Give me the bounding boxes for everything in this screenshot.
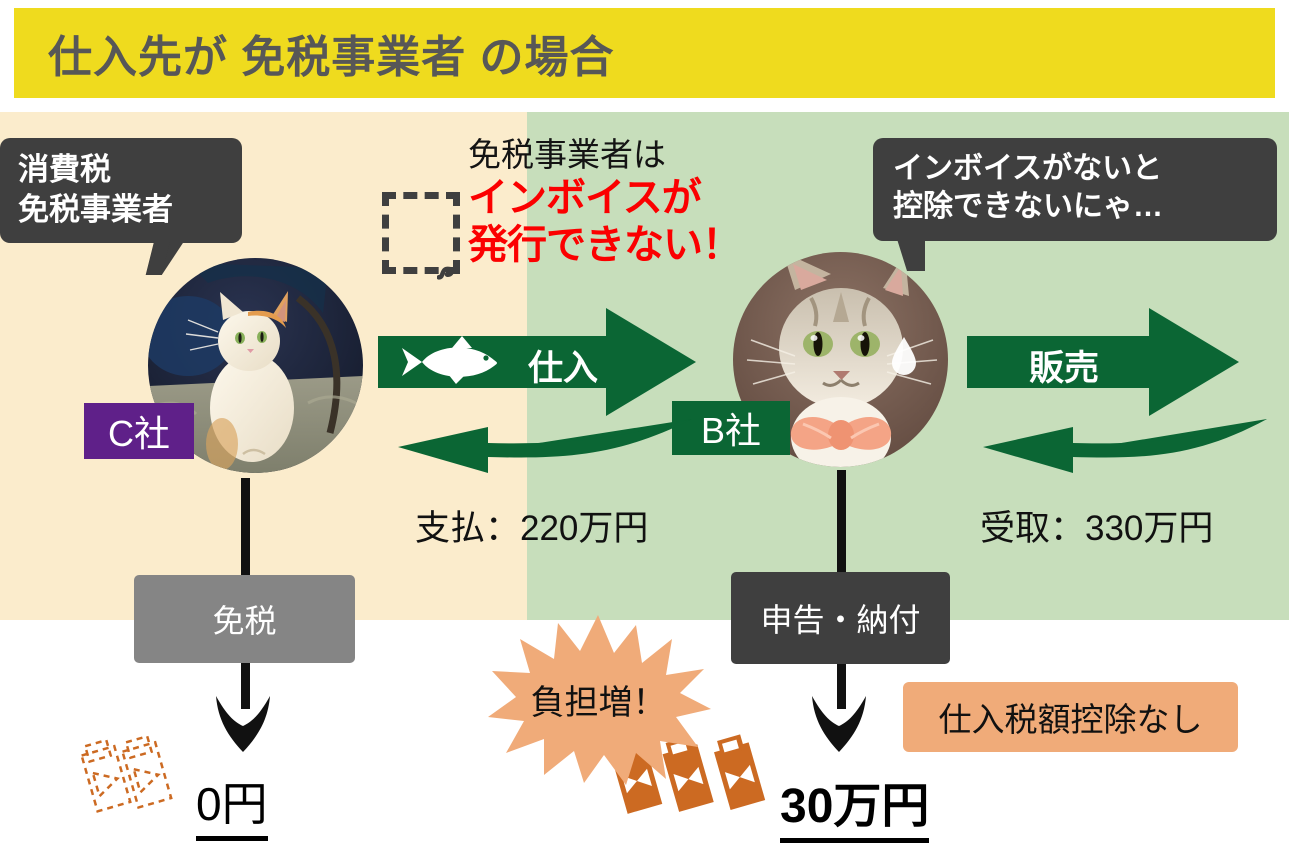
curl-icon	[437, 266, 455, 280]
down-arrow-right	[812, 696, 866, 752]
flow-arrow-purchase: 仕入	[378, 308, 696, 416]
flow-label-sale: 販売	[1029, 349, 1100, 388]
down-arrow-left	[216, 696, 270, 752]
cat-image-c	[148, 258, 363, 473]
money-bundle-outline-icon	[80, 734, 173, 813]
right-arrow-shape	[967, 308, 1239, 416]
center-message-line1: 免税事業者は	[468, 136, 666, 173]
callout-tail	[897, 238, 925, 271]
tax-status-right: 申告・納付	[731, 572, 950, 664]
money-bundle-icon	[611, 734, 766, 814]
note-no-input-tax-credit: 仕入税額控除なし	[903, 682, 1238, 752]
connector-line-right	[837, 470, 846, 580]
tax-status-left: 免税	[134, 575, 355, 663]
connector-line-right-lower	[837, 657, 846, 709]
center-message: 免税事業者は インボイスが 発行できない！	[468, 136, 798, 269]
fish-icon	[402, 336, 497, 384]
sweat-drop-icon	[892, 337, 916, 375]
bow-tie	[790, 416, 892, 450]
return-arrow-payment	[392, 413, 692, 475]
result-amount-right: 30万円	[780, 766, 930, 843]
flow-label-purchase: 仕入	[528, 349, 599, 388]
badge-company-b: B社	[672, 401, 790, 455]
amount-receipt: 受取：330万円	[980, 509, 1214, 548]
center-message-line2: インボイスが	[468, 175, 702, 220]
callout-supplier-line2: 免税事業者	[18, 191, 173, 227]
result-amount-left: 0円	[196, 768, 268, 841]
return-arrow-receipt	[977, 413, 1267, 475]
callout-buyer: インボイスがないと 控除できないにゃ…	[873, 138, 1277, 271]
page-title: 仕入先が 免税事業者 の場合	[48, 33, 615, 82]
supplier-cat-photo	[148, 258, 363, 473]
callout-buyer-line2: 控除できないにゃ…	[893, 190, 1163, 224]
callout-supplier-line1: 消費税	[18, 152, 111, 187]
flow-arrow-sale: 販売	[967, 308, 1239, 416]
center-message-line3: 発行できない！	[468, 223, 742, 268]
burden-burst: 負担増！	[486, 613, 711, 785]
left-curved-arrow-shape	[983, 419, 1267, 473]
starburst-shape	[488, 615, 711, 785]
left-curved-arrow-shape	[398, 419, 692, 473]
badge-company-c: C社	[84, 403, 194, 459]
callout-supplier: 消費税 免税事業者	[0, 138, 242, 276]
burden-burst-label: 負担増！	[530, 683, 667, 722]
connector-line-left-lower	[241, 657, 250, 709]
title-banner: 仕入先が 免税事業者 の場合	[14, 8, 1275, 98]
connector-line-left	[241, 478, 250, 580]
callout-buyer-line1: インボイスがないと	[893, 152, 1163, 185]
dashed-document-icon	[382, 192, 460, 280]
right-arrow-shape	[378, 308, 696, 416]
amount-payment: 支払：220万円	[415, 509, 649, 548]
